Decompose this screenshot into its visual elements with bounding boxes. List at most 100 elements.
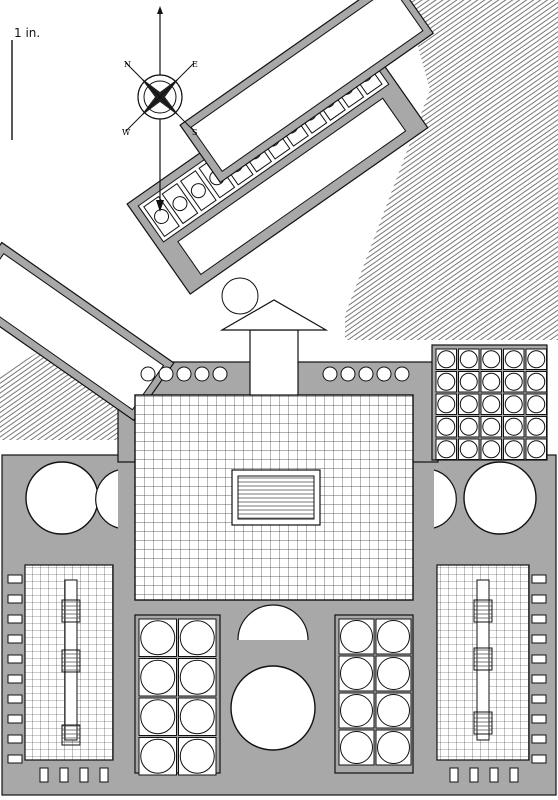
court-basin — [504, 350, 523, 369]
court-basin — [527, 395, 546, 414]
buttress — [509, 767, 519, 783]
court-basin — [377, 731, 410, 764]
niche-row-top — [140, 366, 410, 382]
court-basin — [482, 417, 501, 436]
buttress — [7, 654, 23, 664]
court-basin — [377, 694, 410, 727]
court-basin — [179, 699, 215, 735]
court-basin — [437, 440, 456, 459]
scale-label: 1 in. — [14, 26, 41, 40]
wing-basin — [190, 183, 206, 199]
court-basin — [459, 350, 478, 369]
court-basin — [340, 731, 373, 764]
niche — [340, 366, 356, 382]
court-basin — [504, 440, 523, 459]
court-basin — [459, 417, 478, 436]
caldarium — [230, 604, 316, 751]
court-basin — [437, 350, 456, 369]
buttress — [489, 767, 499, 783]
buttress-row-left — [7, 574, 23, 764]
buttress — [531, 694, 547, 704]
compass-letter-w: W — [122, 128, 131, 137]
buttress — [531, 714, 547, 724]
buttress — [531, 654, 547, 664]
buttress — [7, 734, 23, 744]
niche — [158, 366, 174, 382]
niche — [394, 366, 410, 382]
entrance-block — [219, 277, 329, 396]
niche — [212, 366, 228, 382]
niche — [176, 366, 192, 382]
niche — [322, 366, 338, 382]
compass-letter-e: E — [192, 60, 198, 69]
buttress-row-right — [531, 574, 547, 764]
buttress — [79, 767, 89, 783]
nw-wing — [0, 241, 175, 422]
hatched-void-top-right — [345, 0, 558, 340]
court-basin — [140, 659, 176, 695]
court-basin — [527, 417, 546, 436]
buttress — [7, 594, 23, 604]
buttress — [7, 614, 23, 624]
court-basin — [459, 372, 478, 391]
buttress — [7, 694, 23, 704]
court-basin — [340, 620, 373, 653]
court-basin — [504, 372, 523, 391]
court-basin — [504, 417, 523, 436]
buttress — [531, 734, 547, 744]
court-basin — [140, 738, 176, 774]
court-basin — [482, 372, 501, 391]
rotunda-right — [433, 461, 537, 535]
court-basin — [437, 417, 456, 436]
court-basin — [527, 372, 546, 391]
buttress — [531, 754, 547, 764]
court-basin — [340, 657, 373, 690]
side-hall-right — [436, 564, 530, 761]
buttress — [7, 574, 23, 584]
rotunda-left — [25, 461, 119, 535]
buttress — [531, 674, 547, 684]
buttress — [531, 614, 547, 624]
court-basin — [527, 350, 546, 369]
niche — [358, 366, 374, 382]
wing-basin — [154, 209, 170, 225]
court-basin — [459, 440, 478, 459]
buttress — [531, 634, 547, 644]
court-basin — [140, 699, 176, 735]
circle-court-lower-right — [334, 614, 414, 774]
side-hall-left — [24, 564, 114, 761]
court-basin — [179, 659, 215, 695]
buttress-row-bottom — [39, 767, 519, 783]
buttress — [531, 574, 547, 584]
niche — [140, 366, 156, 382]
buttress — [7, 754, 23, 764]
buttress — [7, 674, 23, 684]
court-basin — [527, 440, 546, 459]
central-hall — [134, 394, 414, 601]
court-basin — [482, 440, 501, 459]
court-basin — [179, 620, 215, 656]
compass-letter-n: N — [124, 60, 131, 69]
compass-rose-icon: N E S W — [122, 60, 198, 137]
court-basin — [504, 395, 523, 414]
buttress — [7, 714, 23, 724]
ne-wing-outer — [179, 0, 435, 184]
buttress — [39, 767, 49, 783]
court-basin — [377, 657, 410, 690]
circle-court-lower-left — [134, 614, 221, 776]
buttress — [469, 767, 479, 783]
court-basin — [377, 620, 410, 653]
court-basin — [437, 395, 456, 414]
niche — [194, 366, 210, 382]
compass-letter-s: S — [192, 128, 197, 137]
court-basin — [482, 350, 501, 369]
court-basin — [340, 694, 373, 727]
buttress — [7, 634, 23, 644]
court-basin — [482, 395, 501, 414]
niche — [376, 366, 392, 382]
court-basin — [179, 738, 215, 774]
buttress — [449, 767, 459, 783]
court-basin — [459, 395, 478, 414]
wing-basin — [172, 196, 188, 212]
